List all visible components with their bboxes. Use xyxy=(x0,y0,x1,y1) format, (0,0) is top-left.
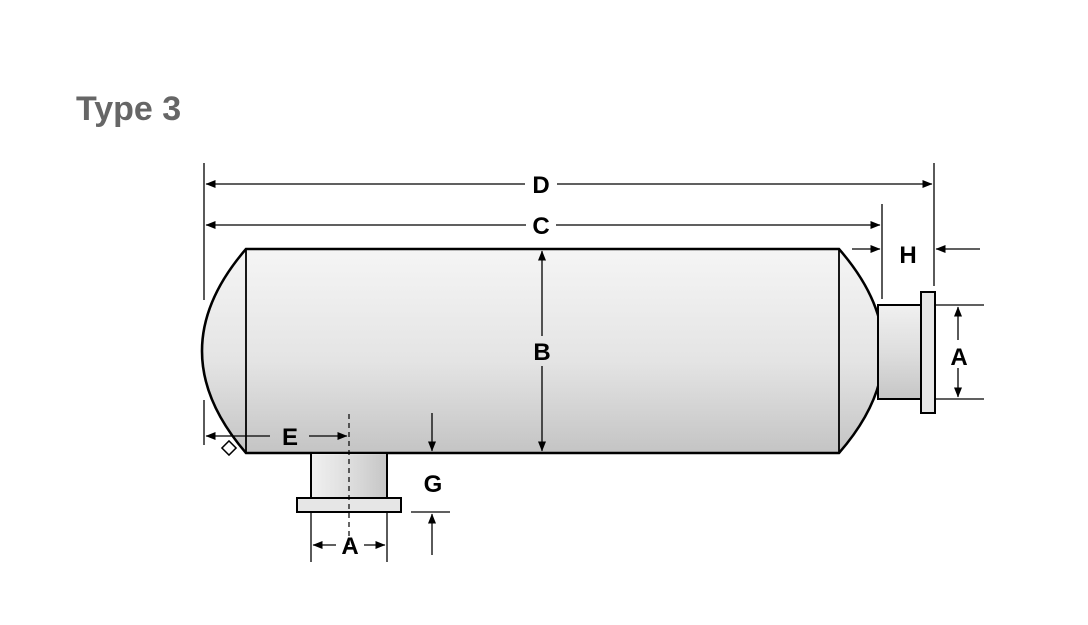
drain-plug xyxy=(220,439,238,457)
outlet-flange xyxy=(920,291,936,414)
dimension-d: D xyxy=(205,172,933,199)
diagram-title: Type 3 xyxy=(76,90,182,128)
dimension-a-inlet: A xyxy=(312,533,386,560)
dimension-h: H xyxy=(852,242,980,269)
dimension-a-outlet-label: A xyxy=(950,344,967,371)
dimension-a-inlet-label: A xyxy=(341,533,358,560)
dimension-c-label: C xyxy=(532,213,549,240)
inlet-pipe xyxy=(296,414,402,548)
dimension-h-label: H xyxy=(899,242,916,269)
dimension-e-label: E xyxy=(282,424,298,451)
silencer-body xyxy=(200,247,885,455)
dimension-b-label: B xyxy=(533,339,550,366)
dimension-b: B xyxy=(533,250,551,452)
dimension-a-outlet: A xyxy=(950,306,968,398)
outlet-pipe xyxy=(877,291,936,414)
dimension-c: C xyxy=(205,213,881,240)
dimension-g-label: G xyxy=(424,471,443,498)
dimension-e: E xyxy=(205,424,348,451)
dimension-d-label: D xyxy=(532,172,549,199)
extension-lines xyxy=(203,163,984,562)
dimension-g: G xyxy=(424,413,443,555)
